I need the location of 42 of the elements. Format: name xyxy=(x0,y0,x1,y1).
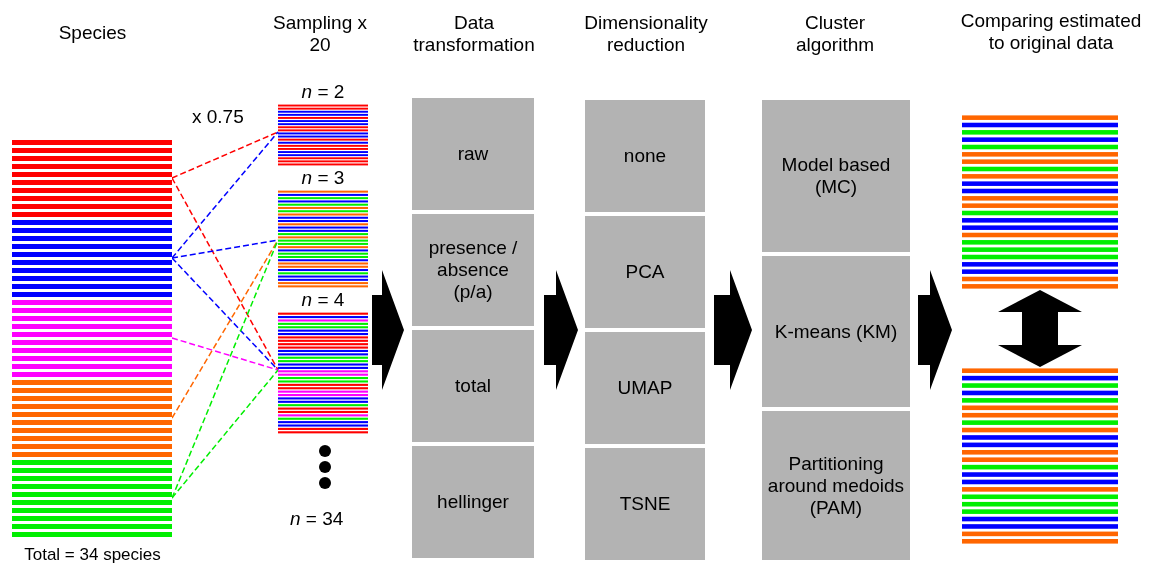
column-heading: Cluster algorithm xyxy=(794,12,876,56)
column-heading: Data transformation xyxy=(412,12,536,56)
process-box: none xyxy=(585,100,705,212)
process-box: presence / absence (p/a) xyxy=(412,214,534,326)
total-caption: Total = 34 species xyxy=(23,545,162,564)
stripe-band xyxy=(12,300,172,380)
dashed-line xyxy=(171,239,279,259)
dashed-line xyxy=(171,337,279,371)
stripe-band xyxy=(12,460,172,540)
process-box: PCA xyxy=(585,216,705,328)
process-box: K-means (KM) xyxy=(762,256,910,407)
block-arrow xyxy=(544,270,578,390)
double-arrow xyxy=(998,290,1082,367)
dashed-line xyxy=(171,369,279,499)
multiplier-label: x 0.75 xyxy=(192,106,244,128)
stripe-band xyxy=(12,380,172,460)
block-arrow xyxy=(714,270,752,390)
stripes-drawing xyxy=(962,114,1118,290)
process-box: total xyxy=(412,330,534,442)
stripe-band xyxy=(12,220,172,300)
dashed-line xyxy=(171,177,279,371)
process-box: Model based (MC) xyxy=(762,100,910,252)
process-box: UMAP xyxy=(585,332,705,444)
process-box: hellinger xyxy=(412,446,534,558)
process-box: raw xyxy=(412,98,534,210)
dashed-line xyxy=(171,131,279,179)
sample-label: n = 34 xyxy=(290,508,344,530)
column-heading: Comparing estimated to original data xyxy=(959,10,1143,54)
block-arrow xyxy=(372,270,404,390)
dashed-line xyxy=(171,257,279,371)
stripes-drawing xyxy=(962,367,1118,545)
sample-label: n = 3 xyxy=(300,168,346,188)
sample-label: n = 2 xyxy=(300,82,346,102)
column-heading: Dimensionality reduction xyxy=(583,12,709,56)
block-arrow xyxy=(918,270,952,390)
process-box: Partitioning around medoids (PAM) xyxy=(762,411,910,560)
sample-label: n = 4 xyxy=(300,290,346,310)
dashed-line xyxy=(171,131,279,259)
column-heading: Species xyxy=(57,22,128,44)
column-heading: Sampling x 20 xyxy=(272,12,368,56)
stripe-band xyxy=(12,140,172,220)
process-box: TSNE xyxy=(585,448,705,560)
